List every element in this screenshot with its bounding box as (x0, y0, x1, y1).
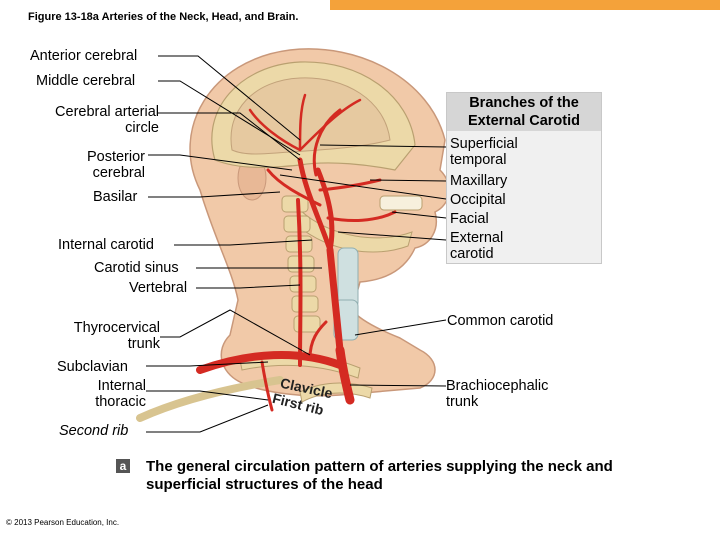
external-carotid-branches-box: Branches of the External Carotid Superfi… (446, 92, 602, 264)
external-carotid-artery (315, 167, 335, 253)
label-cerebral-arterial-circle-line2: circle (125, 120, 159, 136)
leader-lines (146, 55, 447, 433)
label-subclavian: Subclavian (57, 359, 128, 375)
branches-box-title-line2: External Carotid (468, 113, 580, 129)
label-occipital: Occipital (450, 192, 506, 208)
label-vertebral: Vertebral (129, 280, 188, 296)
internal-thoracic-artery (260, 360, 274, 412)
facial-artery (326, 210, 397, 222)
label-thyrocervical-line1: Thyrocervical (73, 320, 160, 336)
label-anterior-cerebral: Anterior cerebral (30, 48, 138, 64)
label-posterior-cerebral-line1: Posterior (86, 149, 145, 165)
label-thyrocervical-trunk: Thyrocervical trunk (40, 320, 160, 352)
label-middle-cerebral: Middle cerebral (36, 73, 136, 89)
label-internal-thoracic: Internal thoracic (40, 378, 146, 410)
branches-box-title-line1: Branches of the (469, 95, 579, 111)
label-superficial-temporal-line2: temporal (450, 152, 507, 168)
label-cerebral-arterial-circle: Cerebral arterial circle (36, 104, 159, 136)
internal-carotid-artery (297, 157, 333, 253)
title-backdrop (0, 0, 330, 10)
second-rib-bone (136, 376, 284, 422)
figure-title: Figure 13-18a Arteries of the Neck, Head… (28, 11, 299, 23)
label-carotid-sinus: Carotid sinus (94, 260, 179, 276)
copyright-notice: © 2013 Pearson Education, Inc. (6, 518, 120, 527)
label-thyrocervical-line2: trunk (127, 336, 160, 352)
label-maxillary: Maxillary (450, 173, 508, 189)
first-rib-bone (299, 382, 373, 403)
superficial-temporal-artery (312, 108, 342, 177)
label-brachiocephalic-line2: trunk (446, 394, 479, 410)
label-external-carotid-line2: carotid (450, 246, 494, 262)
label-brachiocephalic-line1: Brachiocephalic (446, 378, 549, 394)
common-carotid-artery (326, 246, 344, 354)
brain (230, 77, 391, 155)
label-internal-carotid: Internal carotid (58, 237, 154, 253)
label-superficial-temporal: Superficial temporal (450, 136, 518, 168)
branches-box-title: Branches of the External Carotid (447, 93, 601, 131)
thyrocervical-artery (308, 320, 328, 360)
figure-caption: The general circulation pattern of arter… (146, 458, 613, 493)
label-second-rib: Second rib (59, 423, 129, 439)
cerebral-arteries (248, 93, 362, 152)
maxillary-artery (318, 178, 382, 192)
label-posterior-cerebral: Posterior cerebral (40, 149, 145, 181)
label-internal-thoracic-line1: Internal (97, 378, 146, 394)
label-external-carotid: External carotid (450, 230, 503, 262)
brachiocephalic-artery (335, 345, 355, 405)
teeth (379, 195, 423, 211)
label-external-carotid-line1: External (450, 230, 504, 246)
label-superficial-temporal-line1: Superficial (450, 136, 518, 152)
label-internal-thoracic-line2: thoracic (95, 394, 146, 410)
label-posterior-cerebral-line2: cerebral (92, 165, 145, 181)
label-cerebral-arterial-circle-line1: Cerebral arterial (55, 104, 159, 120)
label-facial: Facial (450, 211, 489, 227)
caption-badge: a (116, 459, 130, 473)
vertebral-artery (296, 198, 303, 367)
label-basilar: Basilar (93, 189, 138, 205)
accent-bar (0, 0, 720, 10)
label-common-carotid: Common carotid (447, 313, 554, 329)
label-brachiocephalic-trunk: Brachiocephalic trunk (446, 378, 548, 410)
occipital-artery (266, 168, 322, 207)
